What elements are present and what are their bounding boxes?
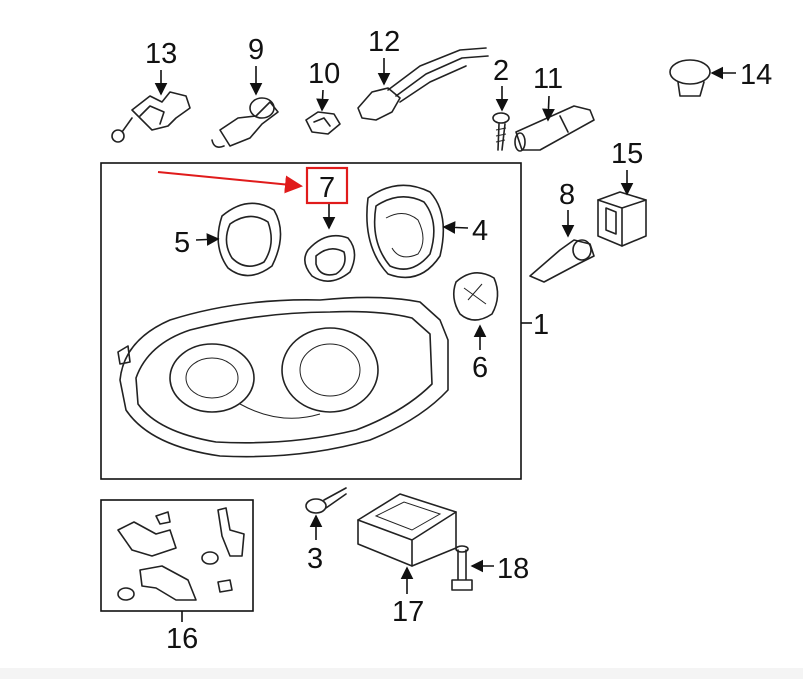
cap-14 — [669, 59, 711, 97]
callout-10: 10 — [308, 58, 340, 90]
leader-11 — [542, 95, 555, 122]
highlight-box-7 — [305, 166, 349, 205]
bulb-9 — [211, 97, 279, 148]
ring-7 — [304, 234, 356, 282]
highlight-arrow — [157, 171, 303, 194]
hardware-kit-box — [100, 499, 254, 612]
callout-11: 11 — [533, 63, 563, 95]
callout-13: 13 — [145, 38, 177, 70]
bolt-18 — [451, 545, 473, 591]
callout-15: 15 — [611, 138, 643, 170]
callout-14: 14 — [740, 59, 772, 91]
headlamp-housing-1 — [117, 296, 449, 458]
callout-16: 16 — [166, 623, 198, 655]
callout-12: 12 — [368, 26, 400, 58]
brackets-16 — [117, 507, 245, 601]
leader-10 — [316, 89, 329, 112]
bulb-10 — [305, 111, 341, 135]
bulb-8 — [529, 239, 595, 283]
leader-5 — [195, 233, 220, 246]
callout-1: 1 — [533, 309, 549, 341]
ring-5 — [217, 202, 282, 277]
socket-harness-12 — [357, 47, 489, 121]
screw-3 — [305, 487, 347, 514]
callout-5: 5 — [174, 227, 190, 259]
headlamp-assembly-box — [100, 162, 522, 480]
connector-15 — [597, 191, 647, 247]
cap-6 — [452, 272, 499, 321]
bulb-11 — [514, 105, 595, 152]
callout-7: 7 — [319, 172, 335, 204]
callout-6: 6 — [472, 352, 488, 384]
callout-17: 17 — [392, 596, 424, 628]
ballast-17 — [357, 493, 457, 567]
callout-18: 18 — [497, 553, 529, 585]
screw-2 — [492, 112, 510, 151]
callout-4: 4 — [472, 215, 488, 247]
callout-3: 3 — [307, 543, 323, 575]
bulb-13 — [111, 91, 191, 143]
callout-9: 9 — [248, 34, 264, 66]
callout-2: 2 — [493, 55, 509, 87]
leader-4 — [442, 221, 469, 234]
callout-8: 8 — [559, 179, 575, 211]
reflector-4 — [366, 184, 445, 279]
